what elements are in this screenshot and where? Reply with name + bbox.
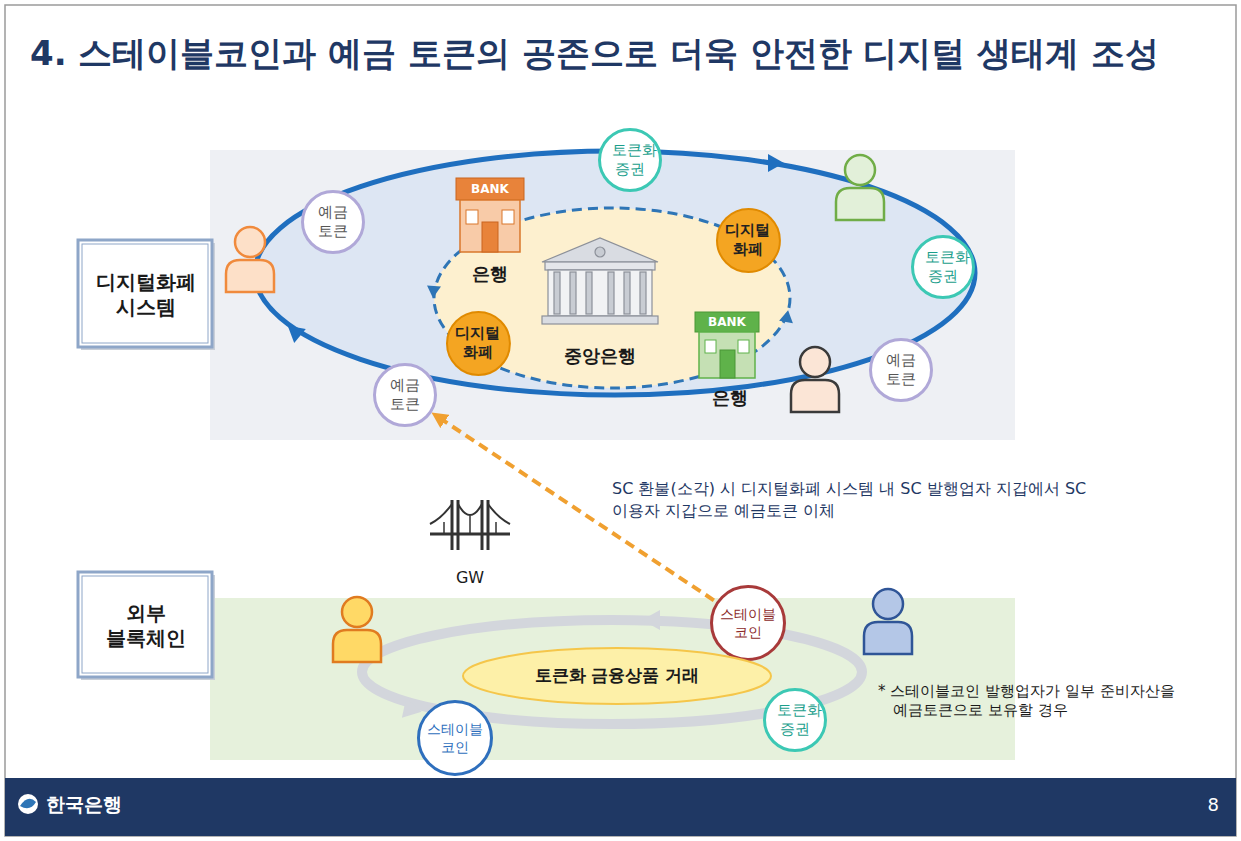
token-circle: 토큰화 증권 — [598, 128, 662, 192]
gateway-label: GW — [456, 568, 484, 588]
node-text-holder: 외부 블록체인 — [91, 601, 201, 651]
node-text-holder: 스테이블 코인 — [717, 606, 779, 641]
token-circle: 디지털 화폐 — [716, 208, 781, 273]
node-text-holder: 예금 토큰 — [387, 376, 423, 414]
node-text-holder: 토큰화 금융상품 거래 — [535, 665, 700, 686]
node-text-holder: 토큰화 증권 — [925, 248, 961, 286]
edge-label: SC 환불(소각) 시 디지털화폐 시스템 내 SC 발행업자 지갑에서 SC … — [612, 478, 1112, 523]
trade-ellipse: 토큰화 금융상품 거래 — [462, 647, 772, 705]
token-circle: 스테이블 코인 — [417, 700, 493, 776]
node-label: 예금 토큰 — [315, 203, 351, 241]
node-text-holder: 디지털화폐 시스템 — [91, 270, 201, 320]
footnote: * 스테이블코인 발행업자가 일부 준비자산을 예금토큰으로 보유할 경우 — [878, 682, 1223, 720]
token-circle: 예금 토큰 — [301, 190, 365, 254]
node-label: 예금 토큰 — [883, 351, 919, 389]
token-circle: 토큰화 증권 — [763, 688, 827, 752]
node-label: 스테이블 코인 — [717, 606, 779, 641]
token-circle: 스테이블 코인 — [710, 585, 786, 661]
node-label: 디지털화폐 시스템 — [91, 270, 201, 320]
node-text-holder: 예금 토큰 — [315, 203, 351, 241]
node-label: 토큰화 증권 — [777, 701, 813, 739]
node-text-holder: 예금 토큰 — [883, 351, 919, 389]
system-box: 외부 블록체인 — [78, 572, 215, 680]
token-circle: 예금 토큰 — [869, 338, 933, 402]
node-label: 토큰화 증권 — [925, 248, 961, 286]
node-text-holder: 토큰화 증권 — [612, 141, 648, 179]
node-text-holder: 디지털 화폐 — [454, 324, 502, 362]
node-label: 외부 블록체인 — [91, 601, 201, 651]
page-number: 8 — [1208, 794, 1219, 817]
node-label: 예금 토큰 — [387, 376, 423, 414]
token-circle: 토큰화 증권 — [911, 235, 975, 299]
node-text-holder: 디지털 화폐 — [724, 221, 772, 259]
bank-sign: BANK — [708, 315, 746, 330]
token-circle: 디지털 화폐 — [446, 311, 511, 376]
node-label: 토큰화 증권 — [612, 141, 648, 179]
node-label: 디지털 화폐 — [724, 221, 772, 259]
node-text-holder: 스테이블 코인 — [424, 721, 486, 756]
node-text-holder: 토큰화 증권 — [777, 701, 813, 739]
node-label: 토큰화 금융상품 거래 — [535, 665, 700, 686]
node-label: 디지털 화폐 — [454, 324, 502, 362]
central-bank-label: 중앙은행 — [564, 345, 636, 368]
bank-sign: BANK — [471, 182, 509, 197]
system-box: 디지털화폐 시스템 — [78, 240, 215, 350]
slide-title: 4. 스테이블코인과 예금 토큰의 공존으로 더욱 안전한 디지털 생태계 조성 — [30, 32, 1159, 75]
token-circle: 예금 토큰 — [373, 363, 437, 427]
node-label: 스테이블 코인 — [424, 721, 486, 756]
org-name: 한국은행 — [46, 793, 122, 817]
bank-label: 은행 — [472, 263, 508, 286]
bank-label: 은행 — [712, 387, 748, 410]
